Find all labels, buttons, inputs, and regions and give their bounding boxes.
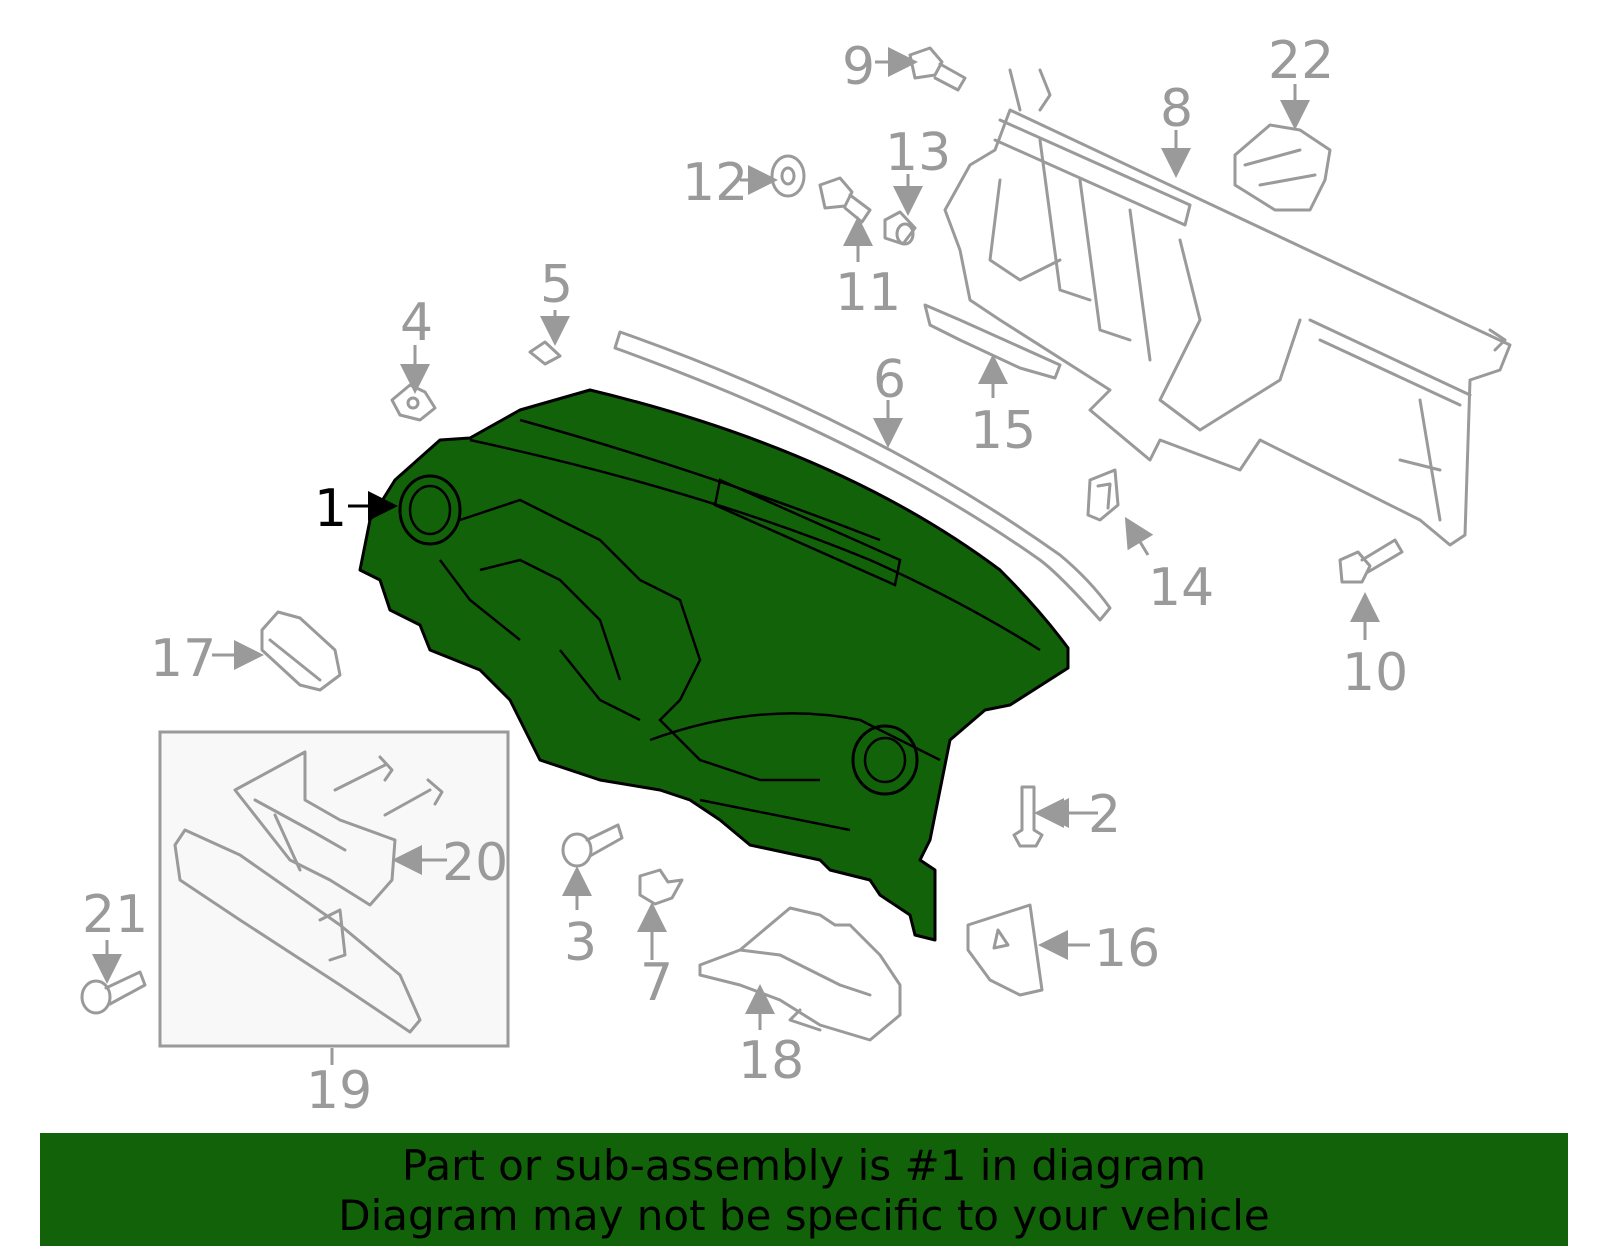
callout-12: 12 xyxy=(682,153,748,213)
callout-labels: 1 2 3 4 5 6 7 8 9 10 11 12 13 14 15 16 1… xyxy=(82,31,1408,1121)
part-22-module xyxy=(1233,123,1332,212)
part-16-cover xyxy=(966,903,1044,997)
part-6-trim-strip xyxy=(613,330,1112,622)
part-18-bracket xyxy=(698,906,902,1042)
part-21-screw xyxy=(80,970,147,1015)
callout-4: 4 xyxy=(400,293,433,353)
callout-22: 22 xyxy=(1268,31,1334,91)
callout-5: 5 xyxy=(540,255,573,315)
callout-20: 20 xyxy=(442,833,508,893)
callout-10: 10 xyxy=(1342,643,1408,703)
part-8-dash-frame xyxy=(943,68,1512,547)
footer-line-2: Diagram may not be specific to your vehi… xyxy=(338,1191,1270,1240)
parts-diagram: 1 2 3 4 5 6 7 8 9 10 11 12 13 14 15 16 1… xyxy=(80,31,1512,1121)
callout-15: 15 xyxy=(970,401,1036,461)
callout-19: 19 xyxy=(306,1061,372,1121)
leader-arrows xyxy=(92,47,1380,1065)
callout-1: 1 xyxy=(314,479,347,539)
callout-9: 9 xyxy=(842,37,875,97)
part-14-bracket xyxy=(1086,468,1120,522)
part-9-bolt xyxy=(908,46,967,92)
part-15-bracket xyxy=(923,303,1062,380)
part-4-clip xyxy=(390,383,437,422)
callout-21: 21 xyxy=(82,885,148,945)
callout-2: 2 xyxy=(1088,785,1121,845)
part-5-clip xyxy=(528,340,562,366)
callout-3: 3 xyxy=(564,913,597,973)
callout-13: 13 xyxy=(885,123,951,183)
callout-17: 17 xyxy=(150,629,216,689)
part-11-bolt xyxy=(818,176,872,224)
callout-6: 6 xyxy=(873,350,906,410)
part-17-vent xyxy=(260,610,342,692)
part-1-instrument-panel xyxy=(358,388,1070,942)
footer-banner: Part or sub-assembly is #1 in diagram Di… xyxy=(40,1133,1568,1246)
callout-7: 7 xyxy=(640,953,673,1013)
part-3-screw xyxy=(561,823,624,868)
part-19-inset-box xyxy=(158,730,510,1048)
callout-18: 18 xyxy=(738,1031,804,1091)
part-2-bolt xyxy=(1012,785,1044,848)
callout-14: 14 xyxy=(1148,558,1214,618)
part-13-nut xyxy=(883,210,917,246)
part-12-washer xyxy=(770,154,806,198)
callout-16: 16 xyxy=(1094,919,1160,979)
callout-11: 11 xyxy=(835,263,901,323)
callout-8: 8 xyxy=(1160,79,1193,139)
part-7-clip xyxy=(638,868,684,906)
part-10-bolt xyxy=(1338,538,1404,584)
footer-line-1: Part or sub-assembly is #1 in diagram xyxy=(401,1141,1207,1190)
